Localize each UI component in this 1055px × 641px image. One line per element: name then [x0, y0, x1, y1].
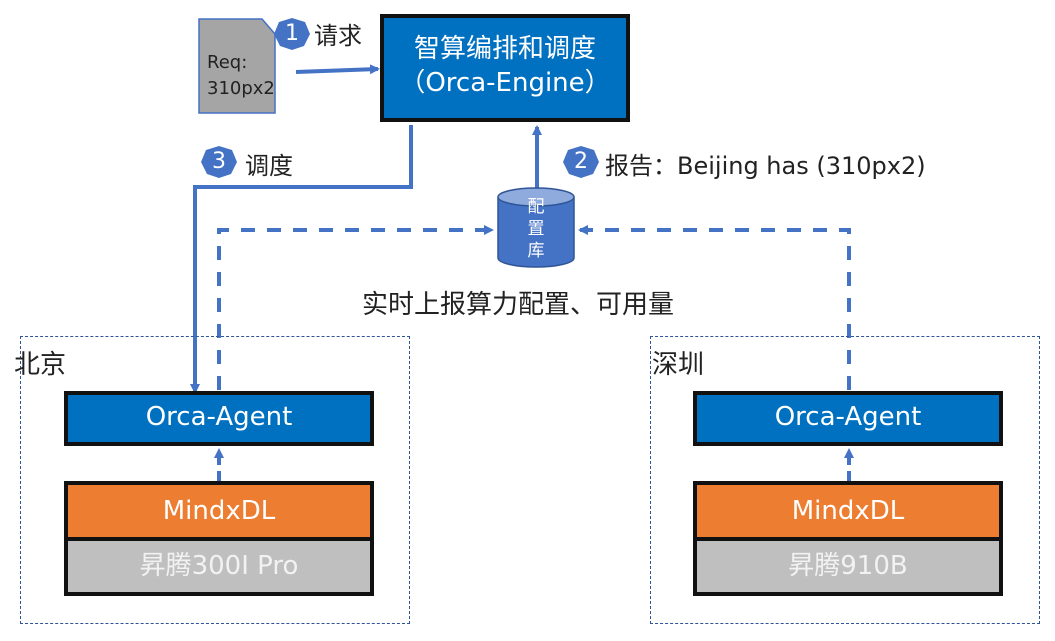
engine-subtitle: （Orca-Engine）	[399, 68, 611, 98]
request-document	[198, 18, 276, 114]
step-2-badge	[563, 146, 599, 178]
step-1-badge	[274, 18, 310, 50]
engine-title: 智算编排和调度	[413, 34, 596, 64]
shenzhen-orca-agent: Orca-Agent	[693, 391, 1003, 446]
db-char: 配	[527, 197, 545, 217]
shenzhen-hardware: 昇腾910B	[697, 541, 999, 592]
beijing-orca-agent: Orca-Agent	[64, 391, 374, 446]
step-1-number: 1	[285, 21, 299, 46]
config-db-icon	[497, 187, 575, 268]
step-2-number: 2	[574, 149, 588, 174]
dispatch-arrow	[190, 125, 413, 394]
region-beijing	[20, 336, 410, 624]
db-char: 库	[527, 241, 545, 261]
request-arrow	[295, 64, 380, 75]
beijing-hardware: 昇腾300I Pro	[68, 541, 370, 592]
region-beijing-label: 北京	[14, 350, 67, 380]
orca-engine-box: 智算编排和调度 （Orca-Engine）	[380, 14, 630, 122]
step-1-label: 请求	[314, 22, 362, 50]
config-db-label: 配 置 库	[498, 196, 574, 262]
step-3-badge	[201, 146, 237, 178]
request-line-2: 310px2	[207, 78, 275, 99]
beijing-stack: MindxDL 昇腾300I Pro	[64, 481, 374, 596]
step-2-label: 报告：Beijing has (310px2)	[605, 152, 926, 180]
db-char: 置	[527, 219, 545, 239]
shenzhen-mindxdl: MindxDL	[697, 485, 999, 541]
region-shenzhen	[650, 336, 1040, 624]
step-3-number: 3	[212, 149, 226, 174]
shenzhen-stack: MindxDL 昇腾910B	[693, 481, 1003, 596]
beijing-mindxdl: MindxDL	[68, 485, 370, 541]
request-text: Req: 310px2	[207, 50, 275, 102]
report-label: 实时上报算力配置、可用量	[362, 290, 675, 320]
step-3-label: 调度	[245, 152, 293, 180]
request-line-1: Req:	[207, 52, 248, 73]
region-shenzhen-label: 深圳	[652, 350, 705, 380]
